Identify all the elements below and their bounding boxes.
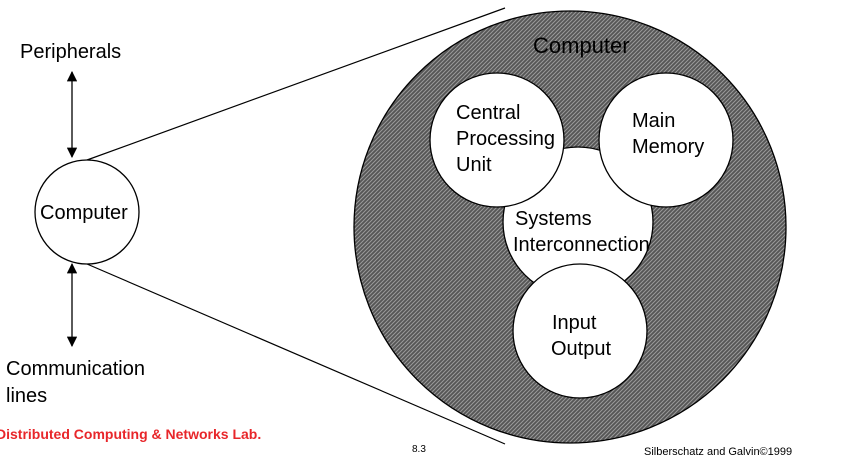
communication-label-line2: lines bbox=[6, 385, 47, 407]
small-computer-label: Computer bbox=[40, 202, 128, 224]
big-computer-label: Computer bbox=[533, 33, 630, 58]
memory-label-line2: Memory bbox=[632, 136, 704, 158]
lab-footer-text: Distributed Computing & Networks Lab. bbox=[0, 426, 262, 442]
io-circle bbox=[512, 263, 648, 399]
zoom-line-top bbox=[86, 7, 506, 161]
memory-label-line1: Main bbox=[632, 110, 675, 132]
communication-label-line1: Communication bbox=[6, 358, 145, 380]
peripherals-label: Peripherals bbox=[20, 41, 121, 63]
small-computer-circle bbox=[34, 159, 140, 265]
cpu-label-line2: Processing bbox=[456, 128, 555, 150]
io-label-line1: Input bbox=[552, 312, 597, 334]
systems-label-line2: Interconnection bbox=[513, 234, 650, 256]
cpu-label-line3: Unit bbox=[456, 154, 492, 176]
zoom-line-bottom bbox=[86, 263, 506, 445]
main-memory-circle bbox=[598, 72, 734, 208]
io-label-line2: Output bbox=[551, 338, 611, 360]
cpu-circle bbox=[429, 72, 565, 208]
systems-label-line1: Systems bbox=[515, 208, 592, 230]
credit-text: Silberschatz and Galvin©1999 bbox=[644, 446, 793, 458]
page-number: 8.3 bbox=[412, 444, 426, 455]
cpu-label-line1: Central bbox=[456, 102, 520, 124]
